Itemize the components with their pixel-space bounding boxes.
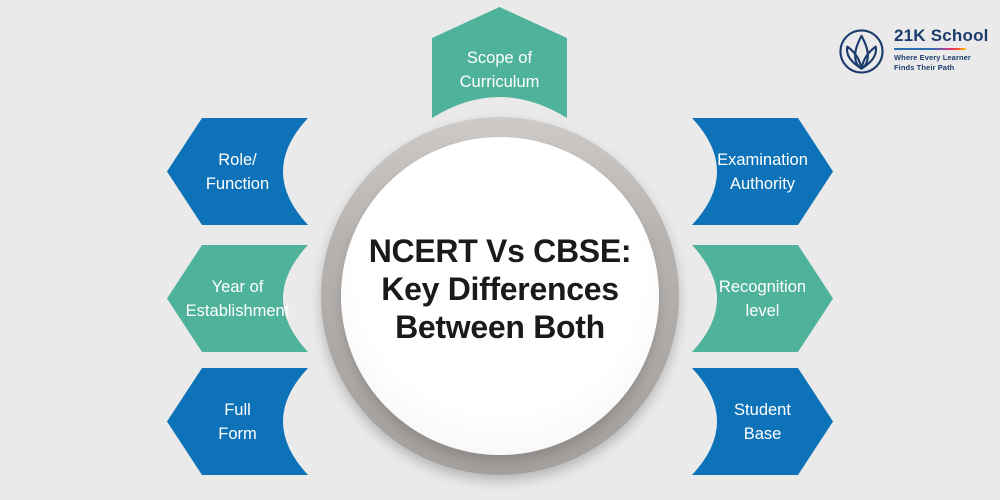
left-arrow-shape: [167, 118, 308, 225]
node-label-line1: Examination: [717, 150, 808, 169]
node-role-function: Role/ Function: [167, 118, 308, 225]
pentagon-arrow-shape: [432, 7, 567, 118]
node-examination-authority: Examination Authority: [692, 118, 833, 225]
left-arrow-shape: [167, 368, 308, 475]
right-arrow-shape: [692, 118, 833, 225]
lotus-icon: [839, 29, 884, 74]
page-title: NCERT Vs CBSE: Key Differences Between B…: [340, 232, 660, 346]
node-scope-of-curriculum: Scope of Curriculum: [432, 7, 567, 118]
node-label-line2: level: [745, 301, 780, 320]
node-label-line2: Establishment: [185, 301, 290, 320]
node-label: Full Form: [167, 368, 308, 475]
node-label-line1: Full: [224, 400, 251, 419]
center-circle: [341, 137, 659, 455]
node-label-line1: Year of: [211, 277, 264, 296]
brand-text-block: 21K School Where Every Learner Finds The…: [894, 26, 989, 72]
node-label-line1: Recognition: [718, 277, 807, 296]
brand-name: 21K School: [894, 26, 989, 45]
brand-tagline-line2: Finds Their Path: [894, 62, 955, 72]
brand-tagline-line1: Where Every Learner: [894, 53, 971, 62]
node-label-line2: Curriculum: [459, 73, 540, 91]
node-label-line2: Authority: [729, 174, 796, 193]
node-label: Year of Establishment: [167, 245, 308, 352]
brand-logo: 21K School Where Every Learner Finds The…: [838, 26, 989, 75]
brand-gradient-divider: [894, 48, 966, 50]
page-title-line3: Between Both: [395, 309, 605, 345]
node-label: Student Base: [692, 368, 833, 475]
right-arrow-shape: [692, 368, 833, 475]
node-label-line2: Function: [205, 174, 270, 193]
node-student-base: Student Base: [692, 368, 833, 475]
node-label-line1: Student: [734, 400, 791, 419]
page-title-line2: Key Differences: [381, 271, 619, 307]
node-label: Recognition level: [692, 245, 833, 352]
node-year-of-establishment: Year of Establishment: [167, 245, 308, 352]
node-label: Examination Authority: [692, 118, 833, 225]
left-arrow-shape: [167, 245, 308, 352]
node-label-line2: Base: [743, 424, 782, 443]
center-circle-ring: [321, 117, 679, 475]
node-label: Role/ Function: [167, 118, 308, 225]
node-full-form: Full Form: [167, 368, 308, 475]
node-label-line2: Form: [218, 424, 257, 443]
node-label-line1: Role/: [218, 150, 257, 169]
node-label: Scope of Curriculum: [432, 7, 567, 118]
node-recognition-level: Recognition level: [692, 245, 833, 352]
page-title-line1: NCERT Vs CBSE:: [368, 233, 632, 269]
right-arrow-shape: [692, 245, 833, 352]
node-label-line1: Scope of: [466, 49, 533, 67]
